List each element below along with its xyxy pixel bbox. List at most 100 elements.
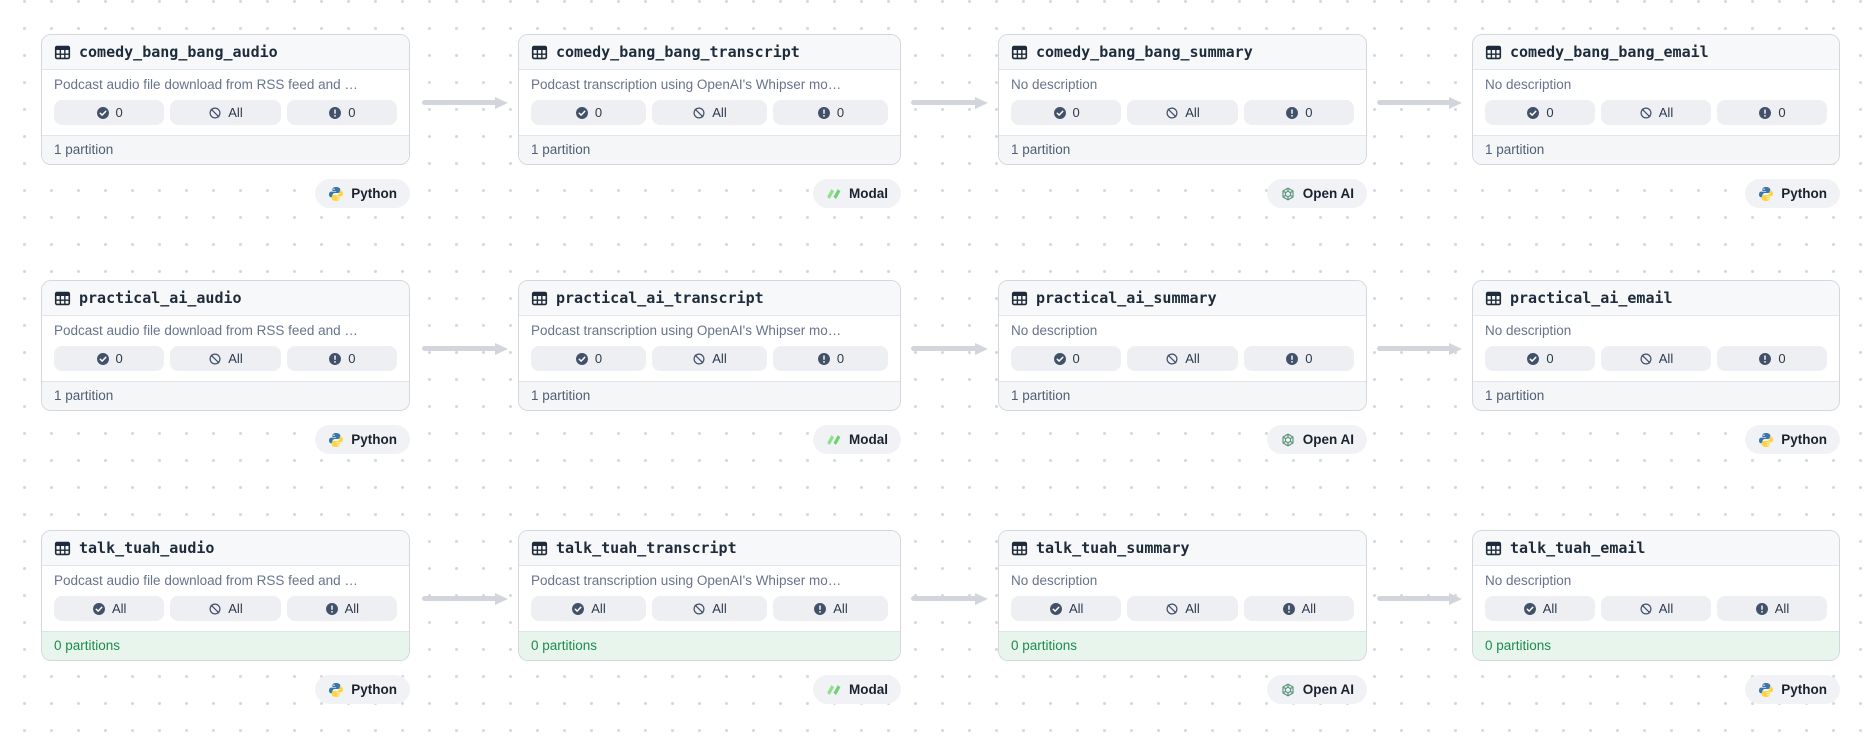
missing-badge[interactable]: All [170,346,281,371]
asset-name: comedy_bang_bang_email [1510,43,1709,61]
missing-badge[interactable]: All [1601,100,1711,125]
failed-badge[interactable]: All [286,596,397,621]
compute-kind-tag-openai[interactable]: Open AI [1266,179,1367,208]
asset-node-header: comedy_bang_bang_transcript [519,35,900,70]
check-circle-icon [1053,352,1067,366]
asset-node-header: talk_tuah_summary [999,531,1366,566]
failed-badge[interactable]: 0 [1243,346,1354,371]
missing-badge[interactable]: All [1127,346,1238,371]
partition-count-footer: 1 partition [1473,381,1839,410]
asset-node-talk-tuah-transcript[interactable]: talk_tuah_transcript Podcast transcripti… [518,530,901,661]
slash-circle-icon [692,106,706,120]
dependency-arrow [1377,342,1462,355]
asset-node-talk-tuah-email[interactable]: talk_tuah_email No description All All A… [1472,530,1840,661]
check-circle-icon [575,352,589,366]
compute-kind-tag-openai[interactable]: Open AI [1266,425,1367,454]
asset-node-header: comedy_bang_bang_audio [42,35,409,70]
missing-count: All [1658,351,1674,366]
materialized-badge[interactable]: All [54,596,165,621]
failed-badge[interactable]: 0 [1717,100,1827,125]
failed-badge[interactable]: 0 [286,100,397,125]
materialized-badge[interactable]: 0 [1011,100,1122,125]
materialized-badge[interactable]: 0 [54,346,165,371]
missing-badge[interactable]: All [1601,596,1711,621]
check-circle-icon [1523,602,1537,616]
failed-badge[interactable]: 0 [1243,100,1354,125]
materialized-badge[interactable]: 0 [1485,346,1595,371]
failed-badge[interactable]: 0 [1717,346,1827,371]
compute-kind-tag-python[interactable]: Python [315,675,410,704]
failed-badge[interactable]: 0 [773,100,888,125]
missing-count: All [228,601,243,616]
asset-node-talk-tuah-audio[interactable]: talk_tuah_audio Podcast audio file downl… [41,530,410,661]
partition-count-footer: 1 partition [1473,135,1839,164]
arrowhead-icon [1449,96,1462,109]
asset-node-practical-ai-transcript[interactable]: practical_ai_transcript Podcast transcri… [518,280,901,411]
dependency-arrow [911,592,988,605]
alert-circle-icon [1758,352,1772,366]
failed-badge[interactable]: All [1243,596,1354,621]
compute-kind-tag-modal[interactable]: Modal [813,675,901,704]
missing-badge[interactable]: All [1601,346,1711,371]
missing-badge[interactable]: All [652,100,767,125]
partition-status-row: 0 All 0 [42,342,409,381]
compute-kind-tag-python[interactable]: Python [315,179,410,208]
missing-badge[interactable]: All [170,596,281,621]
missing-badge[interactable]: All [170,100,281,125]
failed-badge[interactable]: 0 [773,346,888,371]
dependency-arrow [1377,96,1462,109]
failed-count: 0 [1778,105,1786,120]
failed-count: 0 [836,351,845,366]
materialized-badge[interactable]: 0 [531,100,646,125]
compute-kind-tag-python[interactable]: Python [1745,179,1840,208]
asset-node-practical-ai-summary[interactable]: practical_ai_summary No description 0 Al… [998,280,1367,411]
materialized-badge[interactable]: 0 [54,100,165,125]
materialized-badge[interactable]: 0 [531,346,646,371]
missing-badge[interactable]: All [1127,100,1238,125]
missing-badge[interactable]: All [652,596,767,621]
asset-node-comedy-bang-bang-email[interactable]: comedy_bang_bang_email No description 0 … [1472,34,1840,165]
asset-node-header: practical_ai_audio [42,281,409,316]
tag-label: Python [1781,682,1827,697]
compute-kind-tag-modal[interactable]: Modal [813,425,901,454]
materialized-badge[interactable]: All [1485,596,1595,621]
compute-kind-tag-python[interactable]: Python [1745,425,1840,454]
failed-badge[interactable]: All [1717,596,1827,621]
partition-count-footer: 1 partition [42,135,409,164]
missing-badge[interactable]: All [1127,596,1238,621]
missing-badge[interactable]: All [652,346,767,371]
partition-status-row: 0 All 0 [999,96,1366,135]
asset-name: talk_tuah_transcript [556,539,737,557]
failed-badge[interactable]: 0 [286,346,397,371]
asset-node-practical-ai-audio[interactable]: practical_ai_audio Podcast audio file do… [41,280,410,411]
materialized-badge[interactable]: 0 [1485,100,1595,125]
asset-name: practical_ai_transcript [556,289,764,307]
materialized-badge[interactable]: 0 [1011,346,1122,371]
materialized-count: All [1068,601,1084,616]
asset-description: No description [1485,77,1572,92]
compute-kind-tag-python[interactable]: Python [315,425,410,454]
asset-name: comedy_bang_bang_audio [79,43,278,61]
asset-node-talk-tuah-summary[interactable]: talk_tuah_summary No description All All… [998,530,1367,661]
table-icon [54,44,71,61]
compute-kind-tag-modal[interactable]: Modal [813,179,901,208]
compute-kind-tag-python[interactable]: Python [1745,675,1840,704]
table-icon [54,290,71,307]
asset-node-comedy-bang-bang-audio[interactable]: comedy_bang_bang_audio Podcast audio fil… [41,34,410,165]
failed-badge[interactable]: All [773,596,888,621]
table-icon [531,290,548,307]
tag-label: Python [1781,186,1827,201]
asset-node-comedy-bang-bang-summary[interactable]: comedy_bang_bang_summary No description … [998,34,1367,165]
materialized-badge[interactable]: All [1011,596,1122,621]
compute-kind-tag-openai[interactable]: Open AI [1266,675,1367,704]
materialized-badge[interactable]: All [531,596,646,621]
asset-node-practical-ai-email[interactable]: practical_ai_email No description 0 All … [1472,280,1840,411]
asset-name: practical_ai_email [1510,289,1673,307]
asset-node-header: talk_tuah_audio [42,531,409,566]
python-icon [1758,186,1774,202]
asset-node-header: practical_ai_transcript [519,281,900,316]
table-icon [531,540,548,557]
failed-count: 0 [1305,105,1313,120]
asset-node-comedy-bang-bang-transcript[interactable]: comedy_bang_bang_transcript Podcast tran… [518,34,901,165]
